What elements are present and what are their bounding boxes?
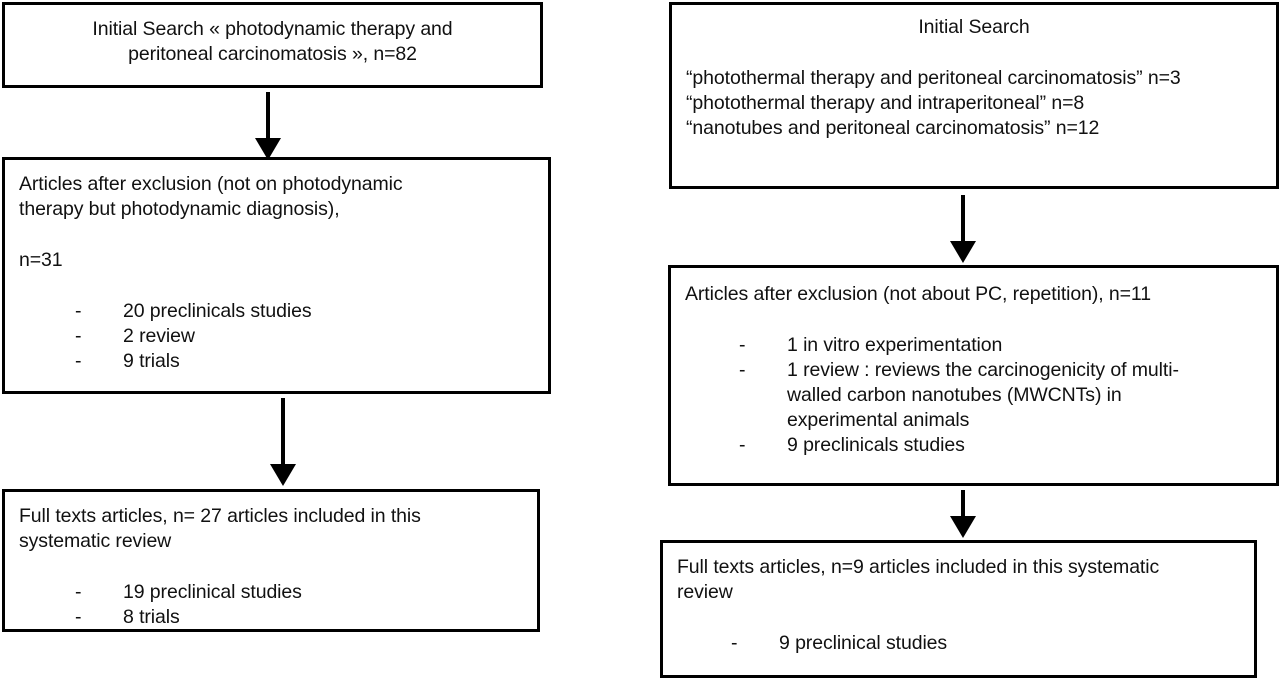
list-item-label: 9 preclinical studies [779, 632, 948, 654]
box-right-heading: Initial Search [918, 16, 1030, 38]
box-right-full-texts: Full texts articles, n=9 articles includ… [660, 540, 1257, 678]
dash-marker: - [739, 359, 746, 381]
box-right-initial-search-content: Initial Search “photothermal therapy and… [672, 5, 1276, 186]
list-item-label: 1 review : reviews the carcinogenicity o… [787, 359, 1179, 431]
list-item: - 19 preclinical studies [75, 580, 523, 605]
dash-marker: - [75, 606, 82, 628]
list-item-label: 19 preclinical studies [123, 581, 302, 603]
list-item: - 1 in vitro experimentation [739, 333, 1262, 358]
arrow-right-initial-to-exclusion [948, 195, 978, 263]
list-item-label: 20 preclinicals studies [123, 300, 312, 322]
dash-marker: - [731, 632, 738, 654]
arrow-left-initial-to-exclusion [253, 92, 283, 160]
spacer [19, 273, 534, 299]
arrow-left-exclusion-to-fulltext [268, 398, 298, 486]
list-item: - 8 trials [75, 605, 523, 630]
dash-marker: - [75, 300, 82, 322]
arrow-head [950, 241, 976, 263]
box-right-after-exclusion: Articles after exclusion (not about PC, … [668, 265, 1279, 486]
text-line: Articles after exclusion (not on photody… [19, 173, 403, 195]
arrow-shaft [961, 490, 965, 518]
bullet-list: - 9 preclinical studies [731, 631, 1240, 656]
list-item-label: 9 preclinicals studies [787, 434, 965, 456]
spacer [19, 554, 523, 580]
box-right-full-texts-content: Full texts articles, n=9 articles includ… [663, 543, 1254, 675]
bullet-list: - 19 preclinical studies - 8 trials [75, 580, 523, 630]
dash-marker: - [739, 334, 746, 356]
arrow-shaft [961, 195, 965, 243]
text-line: “photothermal therapy and intraperitonea… [686, 92, 1085, 114]
bullet-list: - 1 in vitro experimentation - 1 review … [739, 333, 1262, 458]
box-left-full-texts-content: Full texts articles, n= 27 articles incl… [5, 492, 537, 629]
arrow-shaft [266, 92, 270, 140]
list-item: - 20 preclinicals studies [75, 299, 534, 324]
text-line: Full texts articles, n=9 articles includ… [677, 556, 1160, 578]
dash-marker: - [75, 350, 82, 372]
box-left-full-texts: Full texts articles, n= 27 articles incl… [2, 489, 540, 632]
box-left-after-exclusion-content: Articles after exclusion (not on photody… [5, 160, 548, 391]
text-line: systematic review [19, 530, 172, 552]
list-item: - 9 trials [75, 349, 534, 374]
box-right-after-exclusion-content: Articles after exclusion (not about PC, … [671, 268, 1276, 483]
box-left-initial-search-content: Initial Search « photodynamic therapy an… [5, 5, 540, 85]
box-left-initial-search: Initial Search « photodynamic therapy an… [2, 2, 543, 88]
bullet-list: - 20 preclinicals studies - 2 review - 9… [75, 299, 534, 374]
text-line: “photothermal therapy and peritoneal car… [686, 67, 1181, 89]
spacer [686, 40, 1262, 66]
list-item-label: 1 in vitro experimentation [787, 334, 1003, 356]
spacer [685, 307, 1262, 333]
arrow-right-exclusion-to-fulltext [948, 490, 978, 538]
dash-marker: - [739, 434, 746, 456]
list-item: - 9 preclinical studies [731, 631, 1240, 656]
text-line: peritoneal carcinomatosis », n=82 [128, 43, 417, 65]
text-line: n=31 [19, 249, 63, 271]
spacer [19, 222, 534, 248]
list-item-label: 8 trials [123, 606, 180, 628]
text-line: Initial Search « photodynamic therapy an… [92, 18, 453, 40]
spacer [677, 605, 1240, 631]
text-line: therapy but photodynamic diagnosis), [19, 198, 340, 220]
dash-marker: - [75, 325, 82, 347]
arrow-head [270, 464, 296, 486]
text-line: “nanotubes and peritoneal carcinomatosis… [686, 117, 1100, 139]
list-item-label: 2 review [123, 325, 195, 347]
arrow-shaft [281, 398, 285, 466]
list-item-label: 9 trials [123, 350, 180, 372]
box-right-initial-search: Initial Search “photothermal therapy and… [669, 2, 1279, 189]
arrow-head [255, 138, 281, 160]
text-line: review [677, 581, 733, 603]
box-left-after-exclusion: Articles after exclusion (not on photody… [2, 157, 551, 394]
list-item: - 2 review [75, 324, 534, 349]
text-line: Articles after exclusion (not about PC, … [685, 283, 1151, 305]
text-line: Full texts articles, n= 27 articles incl… [19, 505, 421, 527]
dash-marker: - [75, 581, 82, 603]
arrow-head [950, 516, 976, 538]
list-item: - 1 review : reviews the carcinogenicity… [739, 358, 1229, 433]
list-item: - 9 preclinicals studies [739, 433, 1262, 458]
